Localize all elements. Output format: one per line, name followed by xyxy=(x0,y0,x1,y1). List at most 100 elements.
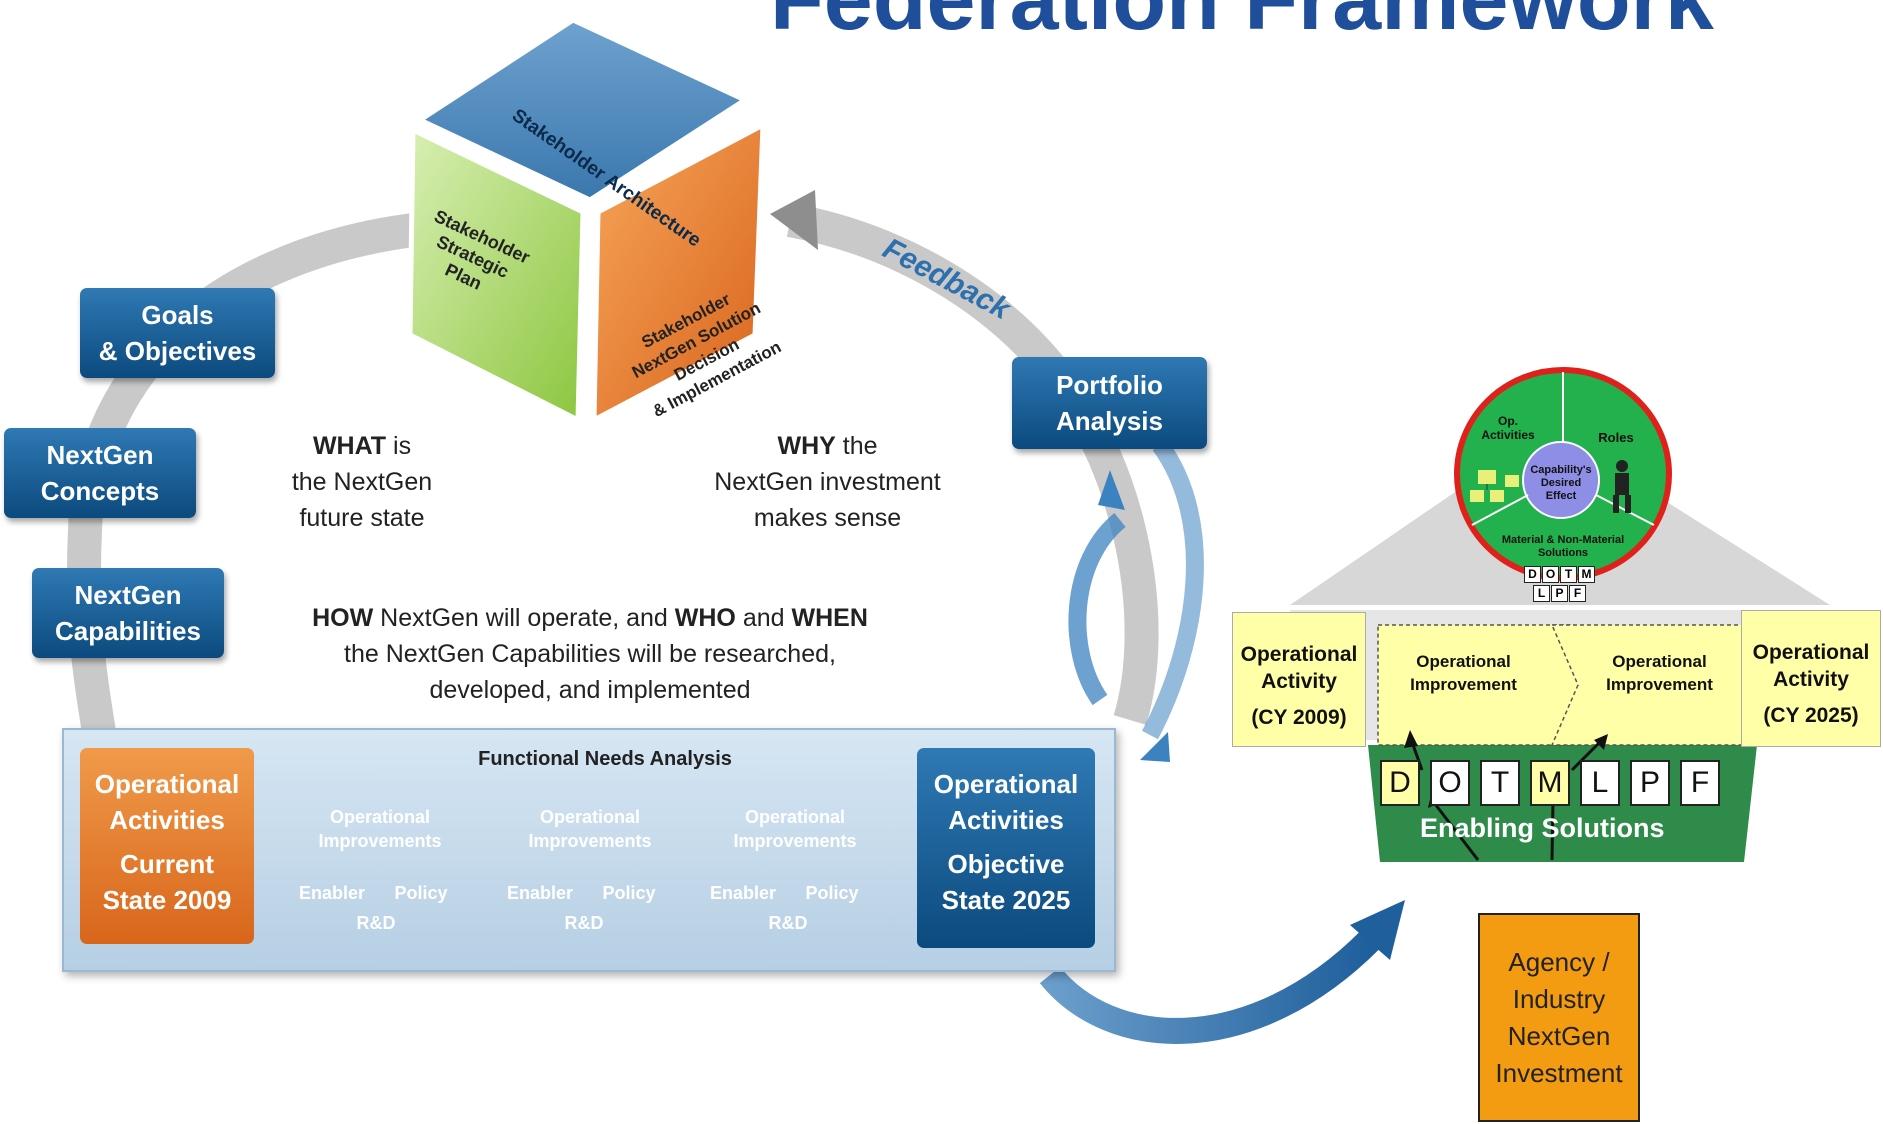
objective-line-1: Operational xyxy=(933,769,1079,799)
oi-3-line-2: Improvements xyxy=(733,831,857,851)
op-activity-2025-box: Operational Activity (CY 2025) xyxy=(1741,610,1881,747)
dotmlpf-letter-d: D xyxy=(1380,760,1420,806)
cube-right-face xyxy=(591,120,766,425)
policy-tag-2: Policy xyxy=(602,883,656,903)
goals-objectives-box: Goals & Objectives xyxy=(80,288,275,378)
dotmlpf-letter-m: M xyxy=(1530,760,1570,806)
objective-line-2: Activities xyxy=(948,805,1064,835)
mini-letter: T xyxy=(1560,566,1577,583)
dotmlpf-letter-t: T xyxy=(1480,760,1520,806)
solutions-line-1: Material & Non-Material xyxy=(1501,534,1625,546)
current-line-3: Current xyxy=(120,849,214,879)
oi-1-line-2: Improvements xyxy=(318,831,442,851)
capabilities-line-2: Capabilities xyxy=(55,616,201,646)
what-line-3: future state xyxy=(299,504,425,532)
current-line-4: State 2009 xyxy=(102,885,232,915)
how-line-2: the NextGen Capabilities will be researc… xyxy=(344,640,836,668)
goals-line-2: & Objectives xyxy=(98,336,257,366)
policy-tag-1: Policy xyxy=(394,883,448,903)
agency-investment-box: Agency / Industry NextGen Investment xyxy=(1478,913,1640,1122)
portfolio-analysis-box: Portfolio Analysis xyxy=(1012,357,1207,449)
how-text-2: and xyxy=(735,604,792,632)
mini-letter: M xyxy=(1578,566,1595,583)
page-title: Federation Framework xyxy=(770,0,1714,50)
when-bold: WHEN xyxy=(791,604,868,632)
mini-letter: P xyxy=(1551,585,1568,602)
what-bold: WHAT xyxy=(312,432,387,460)
fna-title: Functional Needs Analysis xyxy=(478,748,732,770)
mini-letter: F xyxy=(1569,585,1586,602)
dotmlpf-letter-l: L xyxy=(1580,760,1620,806)
mini-letter: L xyxy=(1533,585,1550,602)
concepts-line-1: NextGen xyxy=(46,440,154,470)
capability-center-label: Capability's Desired Effect xyxy=(1520,464,1602,503)
rd-tag-3: R&D xyxy=(768,913,808,933)
capabilities-line-1: NextGen xyxy=(74,580,182,610)
op-improvement-2-line-2: Improvement xyxy=(1606,675,1713,694)
nextgen-capabilities-box: NextGen Capabilities xyxy=(32,568,224,658)
op-activity-left-line-1: Operational xyxy=(1240,643,1358,666)
what-statement: WHAT is the NextGen future state xyxy=(262,428,462,536)
op-activity-right-line-1: Operational xyxy=(1752,641,1870,664)
current-state-box: Operational Activities Current State 200… xyxy=(80,748,254,944)
feedback-arrowhead xyxy=(770,190,818,250)
dotmlpf-letter-f: F xyxy=(1680,760,1720,806)
policy-tag-3: Policy xyxy=(805,883,859,903)
what-line-2: the NextGen xyxy=(291,468,433,496)
op-improvement-1-line-1: Operational xyxy=(1416,652,1511,671)
rd-tag-2: R&D xyxy=(564,913,604,933)
enabler-tag-3: Enabler xyxy=(709,883,777,903)
portfolio-line-2: Analysis xyxy=(1056,406,1163,436)
how-bold: HOW xyxy=(312,604,374,632)
goals-line-1: Goals xyxy=(141,300,214,330)
why-line-3: makes sense xyxy=(753,504,902,532)
enabler-tag-1: Enabler xyxy=(298,883,366,903)
rd-tag-1: R&D xyxy=(356,913,396,933)
agency-line-2: Industry xyxy=(1512,983,1606,1014)
dotmlpf-letter-o: O xyxy=(1430,760,1470,806)
center-line-2: Desired xyxy=(1540,477,1582,489)
dotmlpf-letter-p: P xyxy=(1630,760,1670,806)
op-activities-label: Op. Activities xyxy=(1478,414,1538,442)
op-activity-left-line-2: Activity xyxy=(1261,670,1337,693)
who-bold: WHO xyxy=(674,604,736,632)
oi-3-line-1: Operational xyxy=(744,807,846,827)
enabler-tag-2: Enabler xyxy=(506,883,574,903)
what-rest: is xyxy=(386,432,412,460)
op-improvement-1-line-2: Improvement xyxy=(1410,675,1517,694)
mini-dotm-row: D O T M xyxy=(1524,566,1595,583)
objective-state-box: Operational Activities Objective State 2… xyxy=(917,748,1095,948)
why-rest: the xyxy=(835,432,878,460)
why-line-2: NextGen investment xyxy=(714,468,941,496)
mini-letter: O xyxy=(1542,566,1559,583)
objective-line-3: Objective xyxy=(947,849,1065,879)
nextgen-concepts-box: NextGen Concepts xyxy=(4,428,196,518)
op-improvement-2-line-1: Operational xyxy=(1612,652,1707,671)
how-statement: HOW NextGen will operate, and WHO and WH… xyxy=(300,600,880,708)
objective-line-4: State 2025 xyxy=(941,885,1071,915)
how-text-1: NextGen will operate, and xyxy=(373,604,675,632)
center-line-3: Effect xyxy=(1545,490,1577,502)
mini-lpf-row: L P F xyxy=(1533,585,1586,602)
solutions-label: Material & Non-Material Solutions xyxy=(1488,534,1638,560)
how-line-3: developed, and implemented xyxy=(429,676,751,704)
current-line-1: Operational xyxy=(94,769,240,799)
mini-letter: D xyxy=(1524,566,1541,583)
agency-line-4: Investment xyxy=(1495,1057,1623,1088)
cube-top-face xyxy=(414,17,751,203)
op-activities-line-2: Activities xyxy=(1481,428,1535,442)
op-activity-left-line-3: (CY 2009) xyxy=(1251,706,1347,729)
op-activities-line-1: Op. xyxy=(1498,414,1518,428)
portfolio-line-1: Portfolio xyxy=(1056,370,1163,400)
concepts-line-2: Concepts xyxy=(40,476,160,506)
agency-line-1: Agency / xyxy=(1508,946,1610,977)
why-bold: WHY xyxy=(777,432,836,460)
current-line-2: Activities xyxy=(109,805,225,835)
oi-2-line-2: Improvements xyxy=(528,831,652,851)
op-activity-right-line-3: (CY 2025) xyxy=(1763,704,1859,727)
op-improvement-1-label: Operational Improvement xyxy=(1386,650,1541,696)
op-improvement-2-label: Operational Improvement xyxy=(1582,650,1737,696)
oi-label-3: Operational Improvements xyxy=(720,805,870,853)
oi-label-1: Operational Improvements xyxy=(305,805,455,853)
cube-left-face xyxy=(407,126,586,425)
